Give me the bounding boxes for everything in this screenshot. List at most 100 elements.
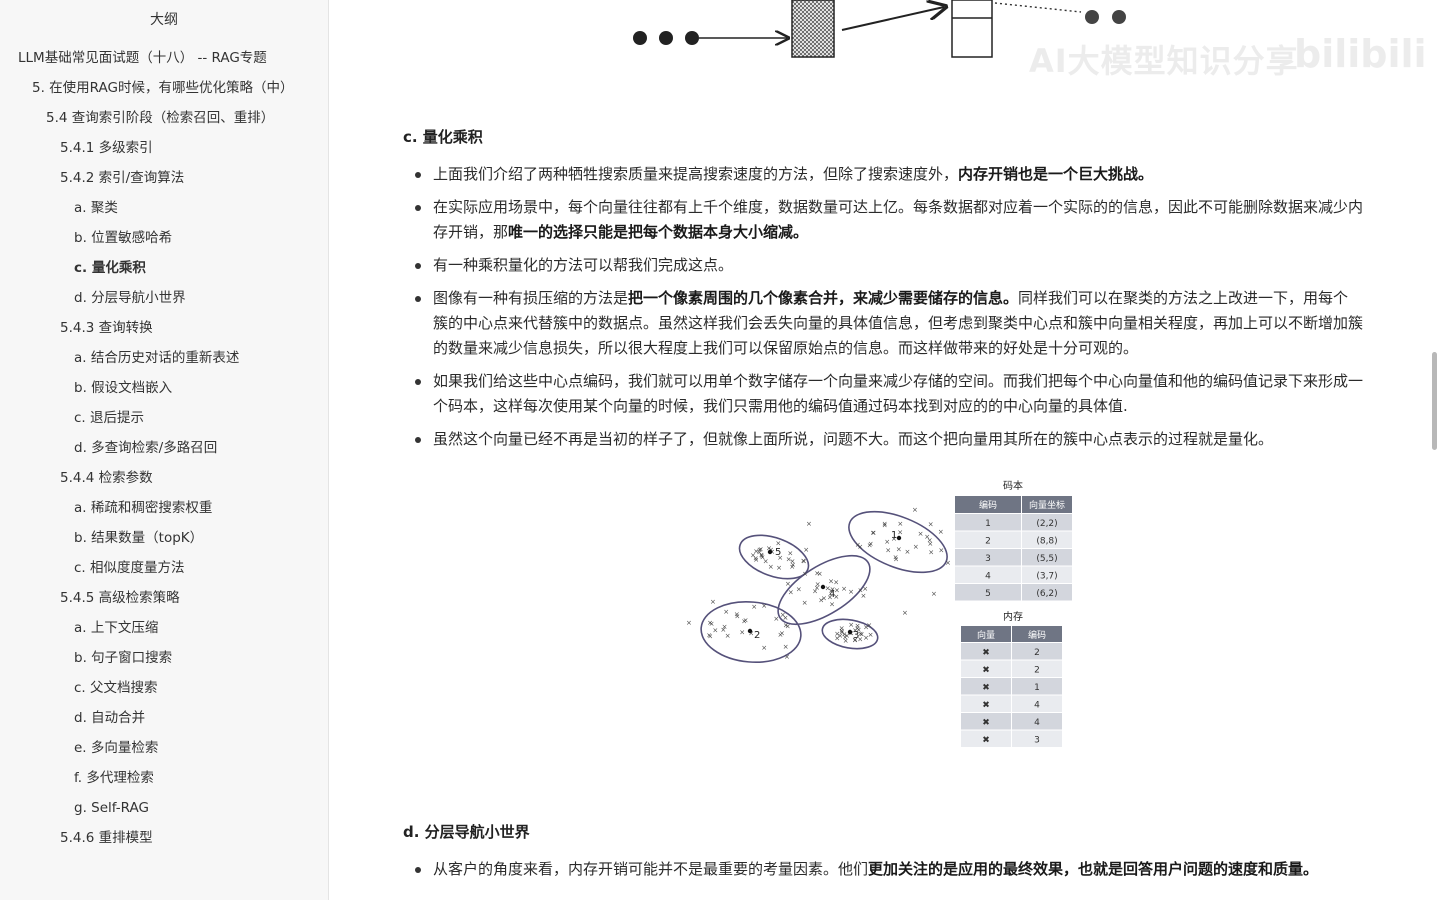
outline-item[interactable]: 5. 在使用RAG时候，有哪些优化策略（中） xyxy=(32,80,294,96)
codebook-cell-bg xyxy=(1022,584,1072,601)
cross-mark: × xyxy=(788,589,794,597)
bold-text: 把一个像素周围的几个像素合并，来减少需要储存的信息。 xyxy=(628,289,1019,307)
memory-header-code: 编码 xyxy=(1028,629,1046,641)
cross-mark: × xyxy=(686,619,692,627)
cross-mark: × xyxy=(763,558,769,566)
memory-vector: ✖ xyxy=(982,666,990,676)
cross-mark: × xyxy=(753,547,759,555)
cross-mark: × xyxy=(868,540,874,548)
cross-mark: × xyxy=(709,620,715,628)
outline-item[interactable]: b. 结果数量（topK） xyxy=(74,530,204,546)
cross-mark: × xyxy=(857,543,863,551)
cross-mark: × xyxy=(913,543,919,551)
cross-mark: × xyxy=(855,541,861,549)
memory-code: 2 xyxy=(1034,666,1040,676)
memory-title: 内存 xyxy=(1003,610,1023,623)
cross-mark: × xyxy=(834,630,840,638)
cross-mark: × xyxy=(818,596,824,604)
memory-code: 2 xyxy=(1034,648,1040,658)
outline-item[interactable]: c. 量化乘积 xyxy=(74,260,146,276)
outline-item[interactable]: b. 位置敏感哈希 xyxy=(74,230,173,246)
outline-item[interactable]: a. 稀疏和稠密搜索权重 xyxy=(74,500,213,516)
bullet-item: 在实际应用场景中，每个向量往往都有上千个维度，数据数量可达上亿。每条数据都对应着… xyxy=(403,195,1363,245)
memory-vector: ✖ xyxy=(982,683,990,693)
cross-mark: × xyxy=(918,530,924,538)
vertical-scrollbar[interactable] xyxy=(1432,352,1437,450)
cross-mark: × xyxy=(897,520,903,528)
cross-mark: × xyxy=(837,632,843,640)
cross-mark: × xyxy=(852,636,858,644)
cross-mark: × xyxy=(707,619,713,627)
cross-mark: × xyxy=(768,563,774,571)
outline-item[interactable]: b. 假设文档嵌入 xyxy=(74,380,173,396)
text-run: 有一种乘积量化的方法可以帮我们完成这点。 xyxy=(433,256,734,274)
memory-cell-bg xyxy=(1012,713,1062,730)
cross-mark: × xyxy=(756,549,762,557)
memory-cell-bg xyxy=(961,643,1011,660)
outline-item[interactable]: c. 退后提示 xyxy=(74,410,145,426)
cross-mark: × xyxy=(839,627,845,635)
cross-mark: × xyxy=(707,633,713,641)
cross-mark: × xyxy=(861,592,867,600)
outline-item[interactable]: a. 聚类 xyxy=(74,200,118,216)
cross-mark: × xyxy=(859,630,865,638)
cross-mark: × xyxy=(828,578,834,586)
outline-item[interactable]: g. Self-RAG xyxy=(74,800,149,816)
codebook-cell-bg xyxy=(955,549,1021,566)
cross-mark: × xyxy=(802,570,808,578)
outline-title: 大纲 xyxy=(150,12,178,28)
outline-item[interactable]: 5.4.1 多级索引 xyxy=(60,140,153,156)
cross-mark: × xyxy=(945,559,951,567)
text-run: 虽然这个向量已经不再是当初的样子了，但就像上面所说，问题不大。而这个把向量用其所… xyxy=(433,430,1274,448)
cross-mark: × xyxy=(841,631,847,639)
cross-mark: × xyxy=(785,580,791,588)
outline-item[interactable]: d. 自动合并 xyxy=(74,710,146,726)
outline-item[interactable]: 5.4.3 查询转换 xyxy=(60,320,153,336)
cross-mark: × xyxy=(833,593,839,601)
cross-mark: × xyxy=(783,621,789,629)
text-run: 在实际应用场景中，每个向量往往都有上千个维度，数据数量可达上亿。每条数据都对应着… xyxy=(433,198,1364,241)
cross-mark: × xyxy=(841,585,847,593)
outline-item[interactable]: 5.4.4 检索参数 xyxy=(60,470,153,486)
outline-item[interactable]: LLM基础常见面试题（十八） -- RAG专题 xyxy=(18,50,267,66)
cross-mark: × xyxy=(778,631,784,639)
codebook-cell-bg xyxy=(955,514,1021,531)
cross-mark: × xyxy=(817,570,823,578)
cross-mark: × xyxy=(833,578,839,586)
cross-mark: × xyxy=(902,609,908,617)
text-run: 如果我们给这些中心点编码，我们就可以用单个数字储存一个向量来减少存储的空间。而我… xyxy=(433,372,1364,415)
cross-mark: × xyxy=(843,637,849,645)
cross-mark: × xyxy=(868,631,874,639)
outline-item[interactable]: b. 句子窗口搜索 xyxy=(74,650,173,666)
outline-item[interactable]: d. 分层导航小世界 xyxy=(74,290,186,306)
memory-cell-bg xyxy=(1012,695,1062,712)
cross-mark: × xyxy=(862,585,868,593)
outline-item[interactable]: 5.4.6 重排模型 xyxy=(60,830,153,846)
cross-mark: × xyxy=(931,590,937,598)
cross-mark: × xyxy=(759,552,765,560)
outline-item[interactable]: c. 父文档搜索 xyxy=(74,680,158,696)
cross-mark: × xyxy=(734,610,740,618)
codebook-vector: (8,8) xyxy=(1036,537,1057,547)
bullet-item: 上面我们介绍了两种牺牲搜索质量来提高搜索速度的方法，但除了搜索速度外，内存开销也… xyxy=(403,162,1363,187)
cross-mark: × xyxy=(722,623,728,631)
cross-mark: × xyxy=(858,587,864,595)
cross-mark: × xyxy=(757,546,763,554)
codebook-code: 3 xyxy=(985,554,991,564)
memory-cell-bg xyxy=(1012,730,1062,747)
outline-item[interactable]: f. 多代理检索 xyxy=(74,770,154,786)
cross-mark: × xyxy=(866,622,872,630)
outline-item[interactable]: d. 多查询检索/多路召回 xyxy=(74,440,218,456)
cross-mark: × xyxy=(842,633,848,641)
outline-item[interactable]: 5.4.5 高级检索策略 xyxy=(60,590,180,606)
cross-mark: × xyxy=(739,629,745,637)
outline-item[interactable]: 5.4 查询索引阶段（检索召回、重排） xyxy=(46,110,275,126)
outline-item[interactable]: a. 上下文压缩 xyxy=(74,620,159,636)
outline-item[interactable]: 5.4.2 索引/查询算法 xyxy=(60,170,185,186)
outline-item[interactable]: c. 相似度度量方法 xyxy=(74,560,185,576)
cross-mark: × xyxy=(896,546,902,554)
outline-item[interactable]: e. 多向量检索 xyxy=(74,740,159,756)
outline-item[interactable]: a. 结合历史对话的重新表述 xyxy=(74,350,240,366)
memory-code: 4 xyxy=(1034,718,1040,728)
cross-mark: × xyxy=(783,643,789,651)
